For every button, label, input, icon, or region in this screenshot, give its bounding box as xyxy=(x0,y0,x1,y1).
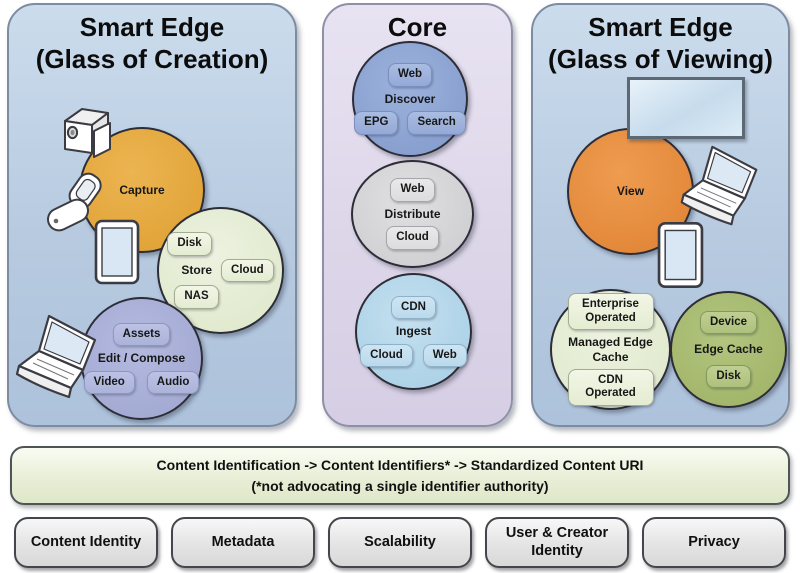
ingest-circle: CDN Ingest Cloud Web xyxy=(355,273,472,390)
panel-glass-of-creation: Smart Edge (Glass of Creation) Capture D… xyxy=(7,3,297,427)
tv-icon xyxy=(627,77,745,139)
attribute-box-row: Content Identity Metadata Scalability Us… xyxy=(14,517,786,568)
store-label: Store xyxy=(181,263,213,278)
attribute-box-metadata: Metadata xyxy=(171,517,315,568)
content-identification-bar: Content Identification -> Content Identi… xyxy=(10,446,790,505)
creation-title-line2: (Glass of Creation) xyxy=(35,43,269,74)
ingest-badge-cloud: Cloud xyxy=(360,343,413,368)
store-badge-nas: NAS xyxy=(174,285,219,309)
managed-edge-cache-label: Managed Edge Cache xyxy=(568,335,653,364)
core-panel-title: Core xyxy=(387,12,448,42)
tablet-icon xyxy=(657,221,704,289)
creation-title-line1: Smart Edge xyxy=(79,12,225,42)
identification-line2: (*not advocating a single identifier aut… xyxy=(251,478,549,494)
edit-compose-circle: Assets Edit / Compose Video Audio xyxy=(80,297,203,420)
managed-badge-enterprise-operated: Enterprise Operated xyxy=(567,292,654,331)
edit-badge-audio: Audio xyxy=(146,370,200,395)
store-badge-cloud: Cloud xyxy=(221,258,274,283)
viewing-title-line2: (Glass of Viewing) xyxy=(548,43,773,74)
creation-panel-title: Smart Edge (Glass of Creation) xyxy=(9,12,295,75)
store-circle: Disk Store Cloud NAS xyxy=(157,207,284,334)
edit-badge-video: Video xyxy=(83,370,135,395)
distribute-badge-web: Web xyxy=(390,178,435,202)
attribute-box-content-identity: Content Identity xyxy=(14,517,158,568)
distribute-circle: Web Distribute Cloud xyxy=(351,160,474,268)
ingest-badge-cdn: CDN xyxy=(391,295,436,320)
discover-circle: Web Discover EPG Search xyxy=(352,41,468,157)
viewing-panel-title: Smart Edge (Glass of Viewing) xyxy=(533,12,788,75)
capture-label: Capture xyxy=(119,182,165,197)
attribute-box-user-creator-identity: User & Creator Identity xyxy=(485,517,629,568)
view-label: View xyxy=(616,184,645,199)
edit-badge-assets: Assets xyxy=(112,322,171,347)
distribute-badge-cloud: Cloud xyxy=(386,226,439,250)
tablet-icon xyxy=(94,219,140,285)
laptop-icon xyxy=(11,313,103,403)
distribute-label: Distribute xyxy=(384,206,441,221)
edge-cache-label: Edge Cache xyxy=(694,342,763,357)
identification-line1: Content Identification -> Content Identi… xyxy=(156,457,644,473)
edge-cache-badge-device: Device xyxy=(699,310,758,335)
panel-glass-of-viewing: Smart Edge (Glass of Viewing) View xyxy=(531,3,790,427)
edge-cache-badge-disk: Disk xyxy=(706,364,751,389)
attribute-box-scalability: Scalability xyxy=(328,517,472,568)
discover-badge-web: Web xyxy=(387,63,433,87)
store-badge-disk: Disk xyxy=(167,232,212,256)
viewing-title-line1: Smart Edge xyxy=(588,12,733,42)
managed-edge-cache-circle: Enterprise Operated Managed Edge Cache C… xyxy=(550,289,671,410)
edge-cache-circle: Device Edge Cache Disk xyxy=(670,291,787,408)
discover-badge-epg: EPG xyxy=(354,111,399,135)
flip-phone-icon xyxy=(45,171,103,233)
panel-core: Core Web Discover EPG Search Web Distrib… xyxy=(322,3,513,427)
laptop-icon xyxy=(676,142,764,232)
camcorder-icon xyxy=(57,104,117,161)
attribute-box-privacy: Privacy xyxy=(642,517,786,568)
discover-badge-search: Search xyxy=(407,111,466,135)
managed-badge-cdn-operated: CDN Operated xyxy=(567,368,654,407)
edit-compose-label: Edit / Compose xyxy=(97,351,186,366)
discover-label: Discover xyxy=(384,91,436,106)
ingest-badge-web: Web xyxy=(422,343,467,368)
ingest-label: Ingest xyxy=(395,324,432,339)
